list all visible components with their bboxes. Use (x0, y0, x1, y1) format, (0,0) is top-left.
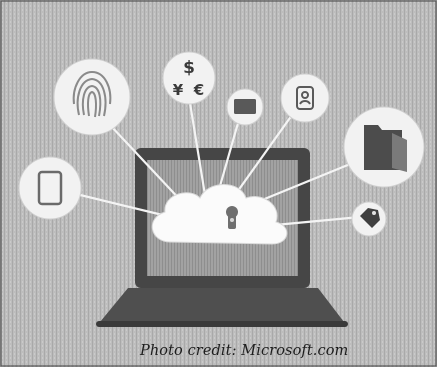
tablet-bubble (18, 156, 82, 220)
tag-icon (360, 208, 380, 228)
euro-icon: € (193, 81, 204, 99)
email-bubble (226, 88, 264, 126)
fingerprint-bubble (53, 58, 131, 136)
laptop-base-edge (96, 321, 348, 327)
dollar-icon: $ (183, 58, 195, 78)
yen-icon: ¥ (173, 81, 184, 99)
currency-bubble: $ ¥ € (162, 51, 216, 105)
laptop-base (100, 288, 344, 322)
contacts-bubble (280, 73, 330, 123)
tablet-icon (37, 170, 63, 206)
envelope-icon (234, 99, 256, 114)
folder-icon (364, 125, 407, 172)
fingerprint-icon (72, 70, 112, 118)
connection-lines (71, 102, 361, 227)
cloud (151, 184, 288, 245)
lock-icon (226, 206, 238, 229)
photo-credit-caption: Photo credit: Microsoft.com (140, 343, 349, 359)
contacts-icon (296, 86, 314, 110)
folder-bubble (343, 106, 425, 188)
tag-bubble (351, 201, 387, 237)
